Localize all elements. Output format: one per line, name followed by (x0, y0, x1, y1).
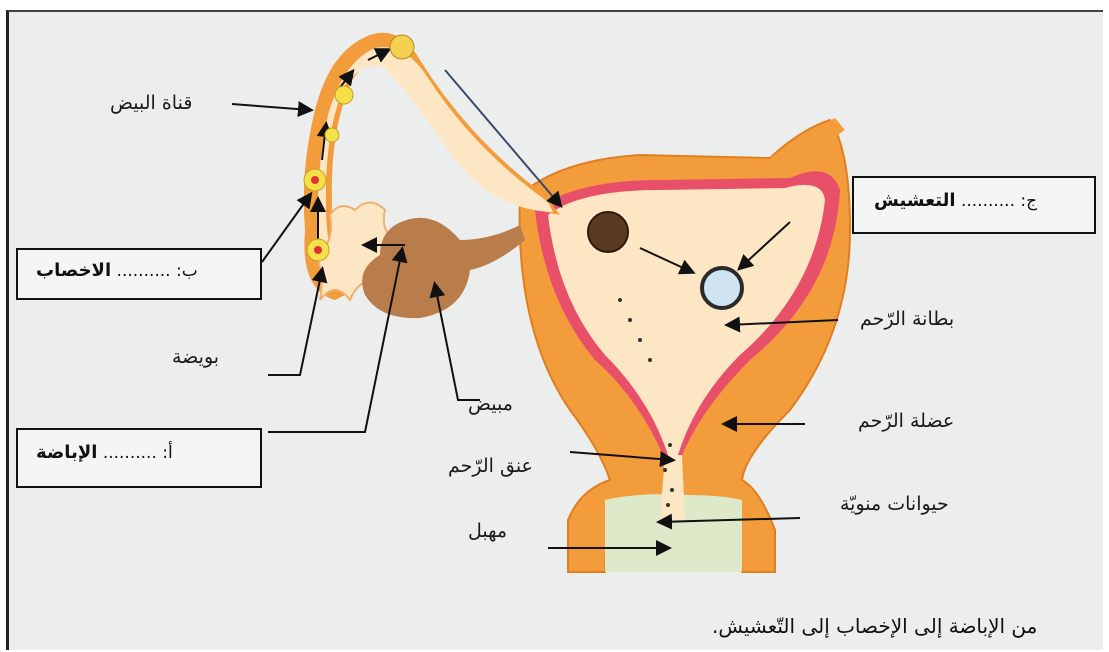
box-b-dots: .......... (117, 261, 171, 281)
leader-b (262, 195, 310, 262)
box-a-letter: أ: (162, 443, 172, 463)
label-uterine-muscle: عضلة الرّحم (858, 410, 954, 432)
box-a-answer: الإباضة (36, 442, 97, 463)
morula (588, 212, 628, 252)
leader-oviduct (232, 104, 310, 110)
label-cervix: عنق الرّحم (448, 455, 533, 477)
box-b-fertilization: ب: .......... الاخصاب (16, 248, 262, 300)
leader-ovum (268, 270, 322, 375)
box-a-ovulation: أ: .......... الإباضة (16, 428, 262, 488)
label-ovary: مبيض (468, 393, 513, 415)
box-a-dots: .......... (103, 443, 157, 463)
label-vagina: مهبل (468, 520, 507, 542)
box-b-answer: الاخصاب (36, 260, 111, 281)
box-c-implantation: ج: .......... التعشيش (852, 176, 1096, 234)
label-ovum: بويضة (172, 346, 219, 368)
box-c-answer: التعشيش (874, 190, 956, 211)
figure-caption: من الإباضة إلى الإخصاب إلى التّعشيش. (712, 614, 1037, 638)
box-b-letter: ب: (176, 261, 198, 281)
label-sperm: حيوانات منويّة (840, 493, 949, 515)
label-endometrium: بطانة الرّحم (860, 308, 954, 330)
box-c-letter: ج: (1020, 191, 1037, 211)
label-oviduct: قناة البيض (110, 92, 192, 114)
blastocyst (702, 268, 742, 308)
box-c-dots: .......... (961, 191, 1015, 211)
